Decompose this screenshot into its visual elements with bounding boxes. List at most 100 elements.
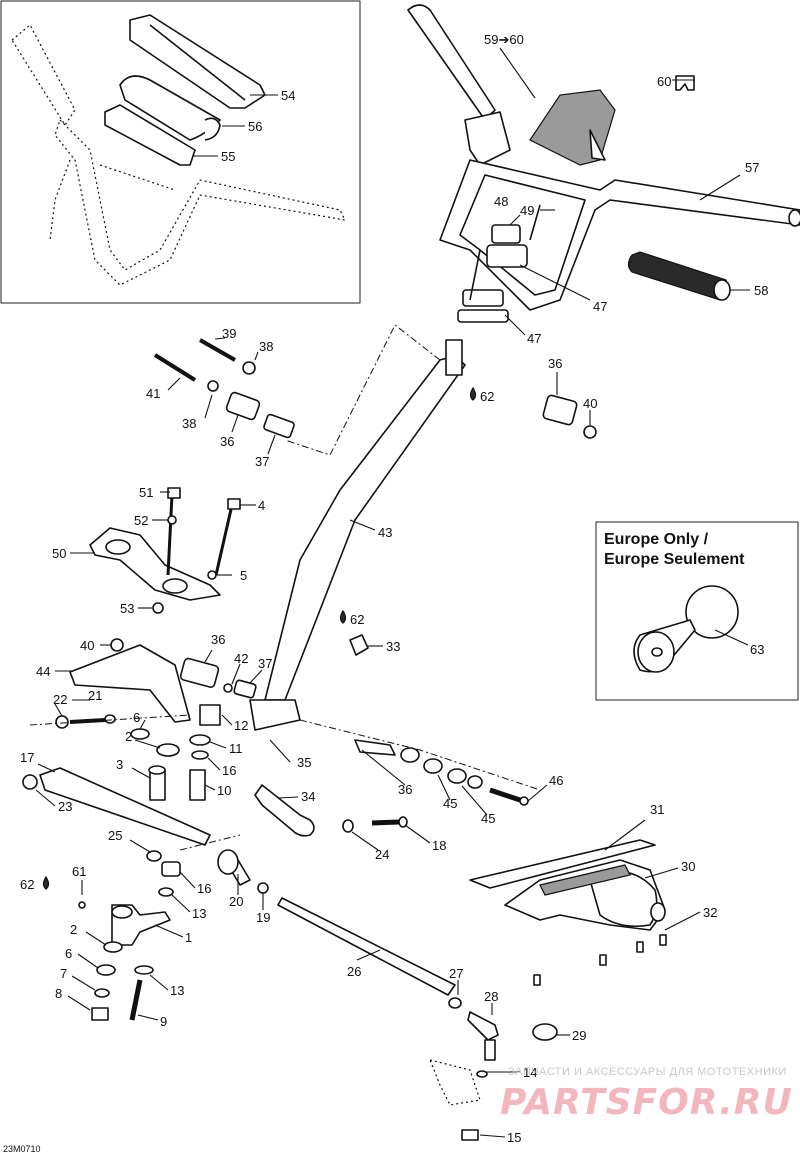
callout-40b: 40: [80, 638, 94, 653]
callout-36b: 36: [548, 356, 562, 371]
callout-25: 25: [108, 828, 122, 843]
callout-31: 31: [650, 802, 664, 817]
callout-35: 35: [297, 755, 311, 770]
callout-16a: 16: [222, 763, 236, 778]
upper-bushing-group: 39 38 41 38 36 37 36 40 62: [146, 326, 597, 469]
steering-column-43: 43: [249, 324, 541, 791]
inset-frame: [0, 0, 361, 304]
throttle-cover-59: [529, 89, 616, 166]
europe-box-frame: [595, 521, 799, 701]
callout-44: 44: [36, 664, 50, 679]
watermark-brand: PARTSFOR.RU: [500, 1082, 793, 1123]
oil-drop-icon: [469, 386, 477, 401]
callout-50: 50: [52, 546, 66, 561]
pad-55: [104, 104, 196, 166]
callout-23: 23: [58, 799, 72, 814]
callout-32: 32: [703, 905, 717, 920]
callout-22: 22: [53, 692, 67, 707]
callout-16b: 16: [197, 881, 211, 896]
callout-12: 12: [234, 718, 248, 733]
callout-54: 54: [281, 88, 295, 103]
callout-62a: 62: [480, 389, 494, 404]
callout-43: 43: [378, 525, 392, 540]
callout-27: 27: [449, 966, 463, 981]
drag-link-34: [254, 784, 315, 837]
steering-boot-group: 31 30 32: [469, 802, 717, 986]
callout-62b: 62: [350, 612, 364, 627]
callout-18: 18: [432, 838, 446, 853]
callout-19: 19: [256, 910, 270, 925]
callout-13a: 13: [192, 906, 206, 921]
europe-title-line2: Europe Seulement: [604, 551, 745, 568]
callout-14: 14: [523, 1065, 537, 1080]
tie-rod-arm-3: [39, 767, 211, 846]
steering-clamps-47-48: [457, 204, 541, 323]
callout-56: 56: [248, 119, 262, 134]
callout-60: 60: [657, 74, 671, 89]
callout-2b: 2: [70, 922, 77, 937]
watermark-caption: ЗАПЧАСТИ И АКСЕССУАРЫ ДЛЯ МОТОТЕХНИКИ: [508, 1066, 787, 1078]
europe-title-line1: Europe Only /: [604, 531, 709, 548]
callout-17: 17: [20, 750, 34, 765]
callout-3: 3: [116, 757, 123, 772]
tie-rod-end-28: [467, 1011, 499, 1041]
callout-49: 49: [520, 203, 534, 218]
lower-left-assembly: 22 21 6 12 2 11 17 3 16 10 23 25 16 13: [20, 688, 248, 921]
callout-36d: 36: [398, 782, 412, 797]
callout-28: 28: [484, 989, 498, 1004]
callout-52: 52: [134, 513, 148, 528]
callout-63: 63: [750, 642, 764, 657]
callout-5: 5: [240, 568, 247, 583]
callout-6b: 6: [65, 946, 72, 961]
callout-37a: 37: [255, 454, 269, 469]
callout-61: 61: [72, 864, 86, 879]
handlebar-left-end: [407, 4, 496, 121]
handlebar-riser-left: [464, 111, 511, 166]
callout-40a: 40: [583, 396, 597, 411]
callout-36c: 36: [211, 632, 225, 647]
clip-60: [675, 75, 695, 91]
handlebar-assembly: 59➔60 60 57 58 48 49 47 47: [407, 4, 800, 346]
callout-37b: 37: [258, 656, 272, 671]
callout-7: 7: [60, 966, 67, 981]
europe-only-box: Europe Only / Europe Seulement 63: [595, 521, 799, 701]
callout-15: 15: [507, 1130, 521, 1145]
callout-39: 39: [222, 326, 236, 341]
callout-51: 51: [139, 485, 153, 500]
callout-45a: 45: [443, 796, 457, 811]
horn-63: [633, 585, 739, 673]
callout-24: 24: [375, 847, 389, 862]
callout-34: 34: [301, 789, 315, 804]
callout-33: 33: [386, 639, 400, 654]
callout-47b: 47: [527, 331, 541, 346]
callout-48: 48: [494, 194, 508, 209]
callout-21: 21: [88, 688, 102, 703]
callout-62c: 62: [20, 877, 34, 892]
callout-55: 55: [221, 149, 235, 164]
tie-rod-group: 34 35 36 45 45 46 24 18 20 19 26 27 28 2…: [217, 739, 586, 1145]
callout-29: 29: [572, 1028, 586, 1043]
grip-58: [627, 251, 731, 301]
callout-58: 58: [754, 283, 768, 298]
oil-drop-icon: [42, 875, 50, 890]
callout-10: 10: [217, 783, 231, 798]
callout-4: 4: [258, 498, 265, 513]
handlebar-right-end: [788, 209, 800, 227]
callout-47a: 47: [593, 299, 607, 314]
callout-8: 8: [55, 986, 62, 1001]
oil-drop-icon: [339, 609, 347, 624]
callout-53: 53: [120, 601, 134, 616]
handlebar-frame-inner: [459, 174, 586, 296]
callout-42: 42: [234, 651, 248, 666]
callout-11: 11: [229, 741, 243, 756]
callout-1: 1: [185, 930, 192, 945]
callout-26: 26: [347, 964, 361, 979]
callout-30: 30: [681, 859, 695, 874]
callout-45b: 45: [481, 811, 495, 826]
bracket-50-group: 51 4 52 50 5 53: [52, 485, 265, 616]
inset-handlebar-dotted: [11, 24, 347, 286]
callout-6a: 6: [133, 710, 140, 725]
tie-rod-26: [277, 897, 456, 996]
callout-57: 57: [745, 160, 759, 175]
